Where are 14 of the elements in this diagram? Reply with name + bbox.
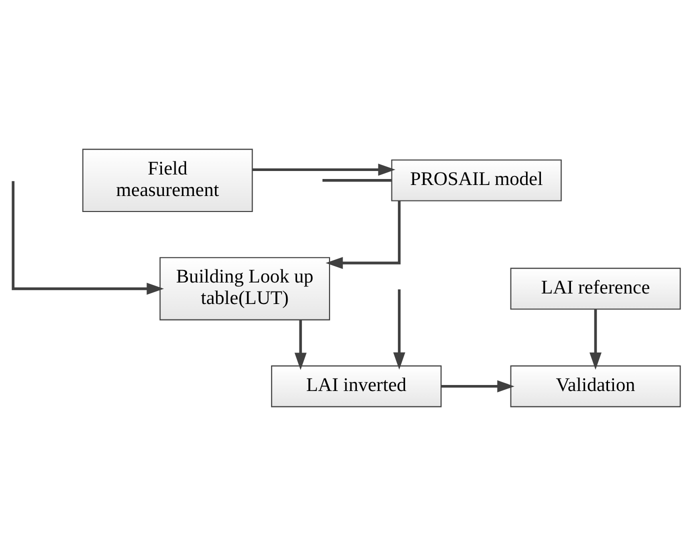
node-box: PROSAIL model bbox=[391, 158, 562, 201]
arrow bbox=[326, 200, 401, 268]
arrow bbox=[294, 319, 307, 370]
arrow bbox=[590, 308, 602, 370]
node-box: Building Look up table(LUT) bbox=[160, 256, 330, 320]
node-box: Validation bbox=[510, 364, 681, 407]
connector bbox=[322, 178, 392, 182]
node-box: LAI inverted bbox=[271, 364, 442, 407]
node-box: LAI reference bbox=[510, 267, 681, 310]
arrow bbox=[441, 380, 514, 392]
arrow bbox=[252, 163, 396, 176]
arrow bbox=[12, 180, 164, 294]
node-box: Field measurement bbox=[82, 148, 253, 212]
arrow bbox=[393, 288, 406, 370]
